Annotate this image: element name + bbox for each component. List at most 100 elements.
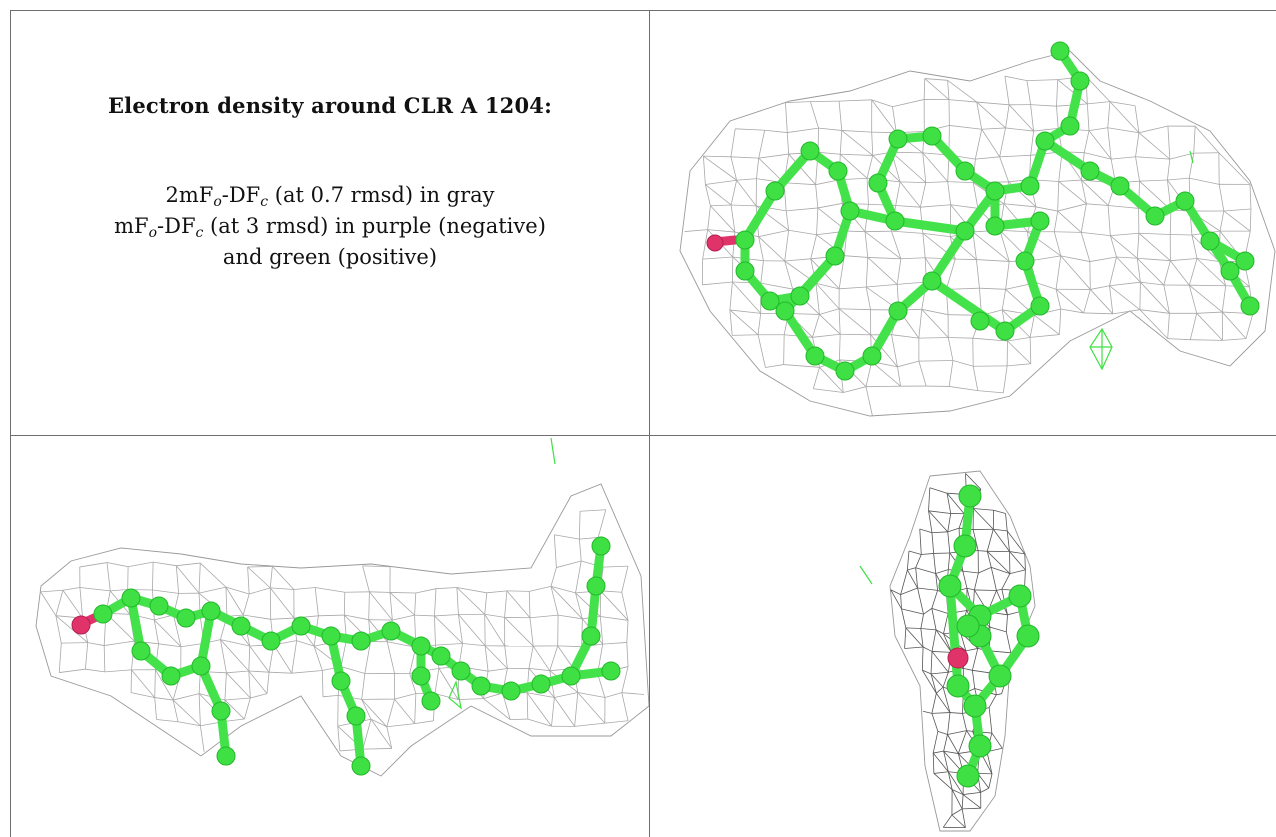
carbon-atom bbox=[346, 706, 366, 726]
carbon-atom bbox=[601, 661, 621, 681]
legend-line-diff-map: mFo-DFc (at 3 rmsd) in purple (negative) bbox=[114, 211, 546, 242]
carbon-atom bbox=[1015, 251, 1035, 271]
cholesterol-model-end bbox=[938, 484, 1040, 788]
carbon-atom bbox=[888, 301, 908, 321]
carbon-atom bbox=[885, 211, 905, 231]
carbon-atom bbox=[800, 141, 820, 161]
bond bbox=[890, 216, 970, 236]
carbon-atom bbox=[1020, 176, 1040, 196]
carbon-atom bbox=[835, 361, 855, 381]
carbon-atom bbox=[381, 621, 401, 641]
carbon-atom bbox=[321, 626, 341, 646]
carbon-atom bbox=[968, 734, 992, 758]
carbon-atom bbox=[828, 161, 848, 181]
carbon-atom bbox=[868, 173, 888, 193]
legend-line-green: and green (positive) bbox=[222, 245, 438, 269]
carbon-atom bbox=[1220, 261, 1240, 281]
carbon-atom bbox=[561, 666, 581, 686]
end-view-panel bbox=[650, 436, 1276, 837]
carbon-atom bbox=[840, 201, 860, 221]
positive-density-blob bbox=[1089, 150, 1194, 371]
carbon-atom bbox=[735, 230, 755, 250]
grid-top-border bbox=[10, 10, 1276, 11]
carbon-atom bbox=[351, 631, 371, 651]
carbon-atom bbox=[938, 574, 962, 598]
carbon-atom bbox=[995, 321, 1015, 341]
oxygen-atom-end bbox=[947, 647, 969, 669]
carbon-atom bbox=[953, 534, 977, 558]
carbon-atom bbox=[176, 608, 196, 628]
carbon-atom bbox=[1060, 116, 1080, 136]
cholesterol-model-front bbox=[706, 41, 1260, 381]
carbon-atom bbox=[471, 676, 491, 696]
carbon-atom bbox=[216, 746, 236, 766]
carbon-atom bbox=[956, 764, 980, 788]
carbon-atom bbox=[201, 601, 221, 621]
carbon-atom bbox=[790, 286, 810, 306]
density-legend: 2mFo-DFc (at 0.7 rmsd) in gray mFo-DFc (… bbox=[114, 180, 546, 273]
carbon-atom bbox=[958, 484, 982, 508]
legend-subscript-c-2: c bbox=[195, 225, 204, 241]
bond bbox=[927, 226, 970, 286]
bond bbox=[927, 276, 1010, 336]
legend-df: -DF bbox=[221, 183, 261, 207]
carbon-atom bbox=[411, 666, 431, 686]
carbon-atom bbox=[956, 614, 980, 638]
caption-cell: Electron density around CLR A 1204: 2mFo… bbox=[11, 11, 649, 435]
carbon-atom bbox=[351, 756, 371, 776]
carbon-atom bbox=[805, 346, 825, 366]
side-view-render bbox=[35, 437, 649, 777]
carbon-atom bbox=[1080, 161, 1100, 181]
carbon-atom bbox=[1110, 176, 1130, 196]
legend-2mfo-prefix: 2mF bbox=[165, 183, 214, 207]
grid-center-divider bbox=[649, 10, 650, 837]
carbon-atom bbox=[1035, 131, 1055, 151]
carbon-atom bbox=[451, 661, 471, 681]
carbon-atom bbox=[149, 596, 169, 616]
carbon-atom bbox=[988, 664, 1012, 688]
carbon-atom bbox=[121, 588, 141, 608]
figure-title: Electron density around CLR A 1204: bbox=[107, 93, 553, 118]
carbon-atom bbox=[501, 681, 521, 701]
carbon-atom bbox=[261, 631, 281, 651]
bond bbox=[780, 251, 840, 316]
carbon-atom bbox=[411, 636, 431, 656]
mesh-outline bbox=[35, 483, 649, 777]
carbon-atom bbox=[985, 181, 1005, 201]
carbon-atom bbox=[922, 126, 942, 146]
carbon-atom bbox=[93, 604, 113, 624]
bond bbox=[945, 581, 963, 691]
carbon-atom bbox=[760, 291, 780, 311]
legend-subscript-c: c bbox=[260, 194, 269, 210]
carbon-atom bbox=[231, 616, 251, 636]
carbon-atom bbox=[888, 129, 908, 149]
legend-df-2: -DF bbox=[157, 214, 196, 238]
legend-purple-desc: (at 3 rmsd) in purple (negative) bbox=[203, 214, 546, 238]
carbon-atom bbox=[1240, 296, 1260, 316]
side-view-panel bbox=[11, 436, 649, 837]
legend-subscript-o-2: o bbox=[148, 225, 158, 241]
bond bbox=[740, 186, 780, 245]
carbon-atom bbox=[1008, 584, 1032, 608]
legend-gray-desc: (at 0.7 rmsd) in gray bbox=[268, 183, 495, 207]
grid-left-border bbox=[10, 10, 11, 837]
legend-mfo-prefix: mF bbox=[114, 214, 149, 238]
carbon-atom bbox=[862, 346, 882, 366]
carbon-atom bbox=[211, 701, 231, 721]
carbon-atom bbox=[775, 301, 795, 321]
carbon-atom bbox=[765, 181, 785, 201]
carbon-atom bbox=[970, 311, 990, 331]
positive-density-side bbox=[448, 437, 556, 710]
carbon-atom bbox=[922, 271, 942, 291]
oxygen-atom bbox=[706, 234, 724, 252]
mesh-outline bbox=[679, 50, 1276, 417]
carbon-atom bbox=[191, 656, 211, 676]
carbon-atom bbox=[735, 261, 755, 281]
carbon-atom bbox=[1050, 41, 1070, 61]
positive-density-end bbox=[859, 565, 873, 585]
legend-subscript-o: o bbox=[213, 194, 222, 210]
carbon-atom bbox=[1175, 191, 1195, 211]
carbon-atom bbox=[985, 216, 1005, 236]
carbon-atom bbox=[1016, 624, 1040, 648]
